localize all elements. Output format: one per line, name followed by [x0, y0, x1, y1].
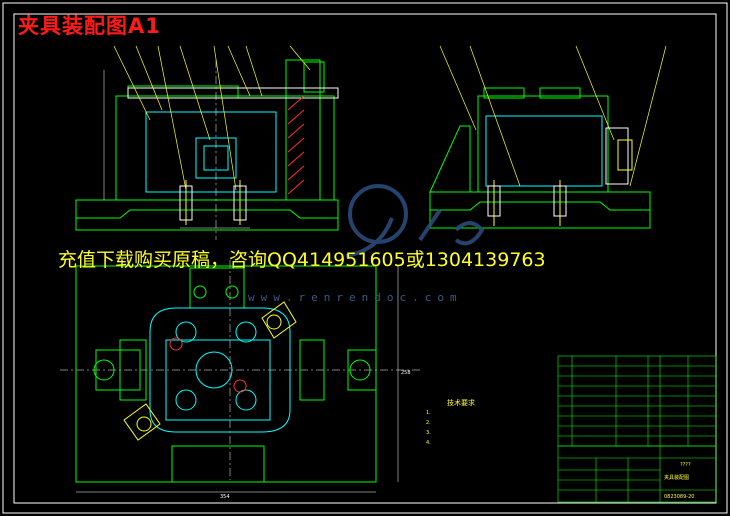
title-block-mark: ????: [680, 462, 691, 468]
tech-requirement-item: 4.: [426, 440, 431, 446]
plan-view-body: [149, 307, 291, 433]
plan-view-clamps: [123, 301, 297, 441]
front-view-hatching: [287, 95, 305, 195]
plan-view-red-marks: [169, 337, 247, 393]
front-view-leaders: [113, 45, 311, 191]
parts-list-table: [557, 355, 717, 447]
dimension-right-height: 258: [401, 370, 411, 376]
title-block-drawing-number: 0823089-20: [664, 494, 695, 500]
drawing-title: 夹具装配图A1: [18, 14, 161, 38]
plan-dimensions: [76, 266, 399, 493]
tech-requirement-item: 2.: [426, 420, 431, 426]
tech-requirements-heading: 技术要求: [447, 399, 475, 407]
side-view-leaders: [439, 45, 667, 187]
advertisement-banner[interactable]: 充值下载购买原稿，咨询QQ414951605或1304139763: [58, 249, 546, 271]
drawing-border-inner: [13, 13, 717, 504]
front-dimensions: [103, 70, 250, 229]
dimension-bottom-width: 354: [220, 494, 230, 500]
plan-view: [75, 265, 377, 483]
watermark-url: www.renrendoc.com: [248, 291, 463, 304]
tech-requirement-item: 1.: [426, 410, 431, 416]
front-view: [75, 59, 339, 231]
watermark-logo: [345, 184, 485, 258]
tech-requirement-item: 3.: [426, 430, 431, 436]
title-block-drawing-name: 夹具装配图: [664, 475, 690, 481]
title-block: [557, 445, 717, 503]
side-view: [429, 87, 651, 229]
